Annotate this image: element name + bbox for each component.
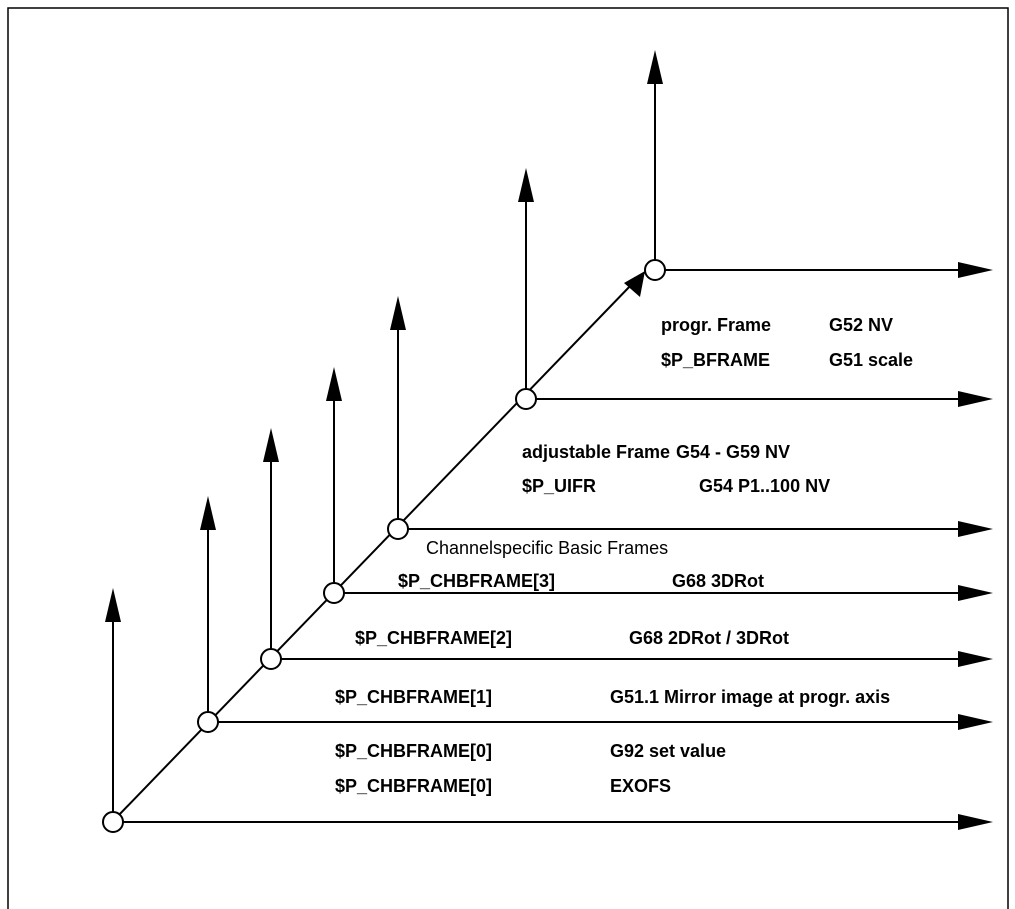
origin-circle xyxy=(644,259,666,281)
frame-code-g51-scale: G51 scale xyxy=(829,350,913,370)
frame-label-chbframe-1: $P_CHBFRAME[1] xyxy=(335,687,492,707)
right-arrowhead xyxy=(958,521,993,537)
up-arrowhead xyxy=(326,367,342,401)
frame-label-chbframe-3: $P_CHBFRAME[3] xyxy=(398,571,555,591)
coord-system-4 xyxy=(387,296,993,540)
right-arrowhead xyxy=(958,391,993,407)
up-arrowhead xyxy=(518,168,534,202)
frame-code-g68-2drot: G68 2DRot / 3DRot xyxy=(629,628,789,648)
coord-system-0 xyxy=(102,588,993,833)
coord-system-2 xyxy=(260,428,993,670)
section-label-basic-frames: Channelspecific Basic Frames xyxy=(426,538,668,558)
origin-circle xyxy=(260,648,282,670)
diagonal-arrowhead xyxy=(624,271,645,297)
right-arrowhead xyxy=(958,651,993,667)
frame-code-exofs: EXOFS xyxy=(610,776,671,796)
frame-code-g54-p1: G54 P1..100 NV xyxy=(699,476,830,496)
frame-label-p-bframe: $P_BFRAME xyxy=(661,350,770,370)
frame-label-p-uifr: $P_UIFR xyxy=(522,476,596,496)
frame-label-adjustable: adjustable Frame xyxy=(522,442,670,462)
up-arrowhead xyxy=(647,50,663,84)
coord-system-1 xyxy=(197,496,993,733)
coord-system-5 xyxy=(515,168,993,410)
up-arrowhead xyxy=(105,588,121,622)
frame-label-chbframe-2: $P_CHBFRAME[2] xyxy=(355,628,512,648)
up-arrowhead xyxy=(263,428,279,462)
origin-circle xyxy=(102,811,124,833)
frame-code-g54-g59: G54 - G59 NV xyxy=(676,442,790,462)
frame-code-g68-3drot: G68 3DRot xyxy=(672,571,764,591)
frame-code-g51-1-mirror: G51.1 Mirror image at progr. axis xyxy=(610,687,890,707)
diagram-border xyxy=(7,7,1009,909)
frame-code-g92: G92 set value xyxy=(610,741,726,761)
frame-code-g52: G52 NV xyxy=(829,315,893,335)
up-arrowhead xyxy=(390,296,406,330)
right-arrowhead xyxy=(958,714,993,730)
coord-system-6 xyxy=(644,50,993,281)
right-arrowhead xyxy=(958,262,993,278)
coord-system-3 xyxy=(323,367,993,604)
right-arrowhead xyxy=(958,585,993,601)
frame-label-chbframe-0-a: $P_CHBFRAME[0] xyxy=(335,741,492,761)
up-arrowhead xyxy=(200,496,216,530)
origin-circle xyxy=(387,518,409,540)
frame-label-chbframe-0-b: $P_CHBFRAME[0] xyxy=(335,776,492,796)
origin-circle xyxy=(515,388,537,410)
origin-circle xyxy=(197,711,219,733)
origin-circle xyxy=(323,582,345,604)
right-arrowhead xyxy=(958,814,993,830)
frame-label-progr-frame: progr. Frame xyxy=(661,315,771,335)
